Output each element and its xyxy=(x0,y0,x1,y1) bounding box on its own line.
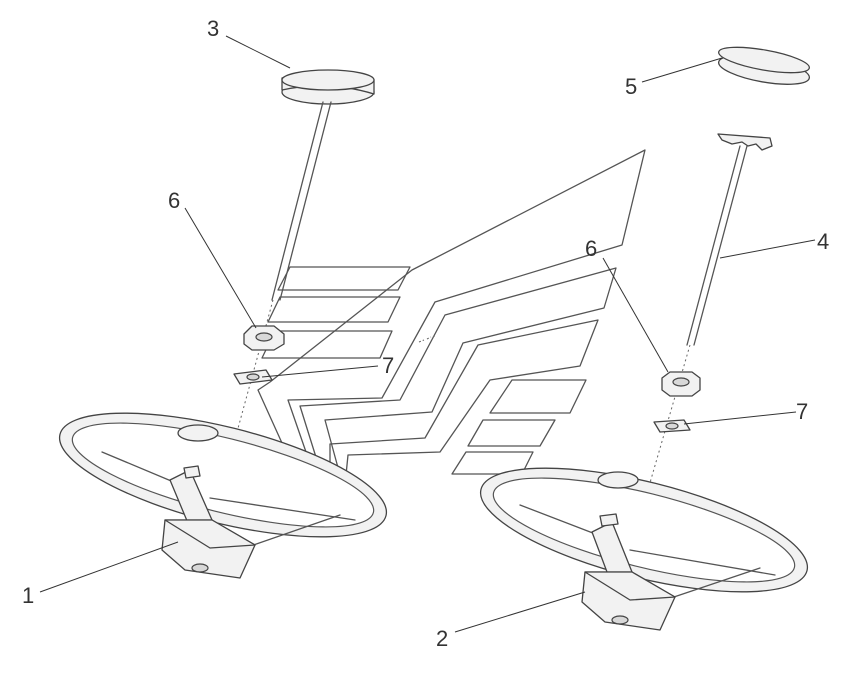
decal-stripe-right-2 xyxy=(467,419,556,447)
washer-left xyxy=(233,369,273,385)
callout-2: 2 xyxy=(436,626,448,651)
shaft-right xyxy=(644,145,748,501)
steering-wheel-right xyxy=(479,467,809,631)
nut-right xyxy=(661,371,701,397)
washer-right xyxy=(653,419,691,433)
callout-7-left: 7 xyxy=(382,353,394,378)
t-bracket-right xyxy=(717,133,773,151)
callout-6-left: 6 xyxy=(168,188,180,213)
callout-6-right: 6 xyxy=(585,236,597,261)
callout-5: 5 xyxy=(625,74,637,99)
cap-left xyxy=(281,69,375,105)
decal-stripe-right-1 xyxy=(489,379,587,414)
decal-dot-mark xyxy=(418,334,437,343)
decal-middle-chevron xyxy=(299,267,617,476)
cap-right xyxy=(718,46,810,85)
nut-left xyxy=(243,325,285,351)
decal-outer-chevron xyxy=(257,149,646,479)
callout-3: 3 xyxy=(207,16,219,41)
callout-1: 1 xyxy=(22,583,34,608)
decal-stripe-left-1 xyxy=(277,266,411,291)
callout-7-right: 7 xyxy=(796,399,808,424)
callout-4: 4 xyxy=(817,229,829,254)
decal-stripe-left-2 xyxy=(267,296,401,323)
leader-lines xyxy=(39,35,816,633)
decal-panel xyxy=(257,149,646,479)
steering-wheel-left xyxy=(58,412,388,579)
